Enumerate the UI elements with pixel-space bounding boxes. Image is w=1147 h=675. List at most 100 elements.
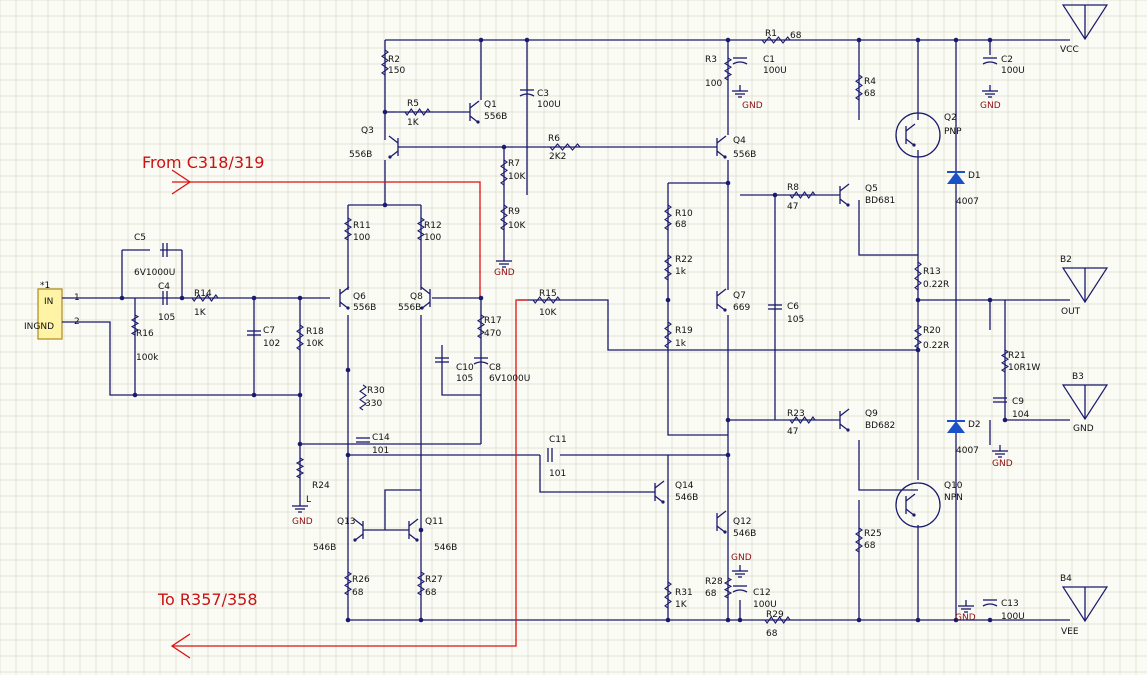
resistor (764, 616, 791, 624)
red-annotation-line (172, 181, 481, 300)
component-label: C10 (456, 363, 474, 373)
component-label: Q5 (865, 184, 878, 194)
component-label: 68 (352, 588, 364, 598)
component-label: R6 (548, 134, 560, 144)
b3-label: B3 (1072, 372, 1084, 382)
ground-label: GND (742, 101, 763, 111)
transistor-q10 (895, 482, 941, 528)
resistor (191, 294, 219, 302)
component-label: 4007 (956, 446, 979, 456)
transistor (716, 135, 727, 144)
junction-dot (119, 295, 125, 301)
component-label: Q7 (733, 291, 746, 301)
junction-dot (665, 617, 671, 623)
ground-label: GND (494, 268, 515, 278)
component-label: Q1 (484, 100, 497, 110)
transistor (846, 203, 850, 207)
resistor (1000, 349, 1010, 373)
component-label: 10K (508, 221, 526, 231)
red-annotation-line (172, 299, 528, 647)
junction-dot (132, 392, 138, 398)
input-connector (37, 288, 63, 340)
component-label: R11 (353, 221, 371, 231)
component-label: 101 (372, 446, 389, 456)
transistor (654, 480, 665, 489)
red-arrow (171, 169, 192, 195)
transistor (716, 510, 727, 519)
component-label: C11 (549, 435, 567, 445)
junction-dot (915, 37, 921, 43)
junction-dot (382, 202, 388, 208)
component-label: 0.22R (923, 280, 949, 290)
component-label: Q4 (733, 136, 746, 146)
junction-dot (772, 192, 778, 198)
transistor (723, 155, 727, 159)
component-label: R28 (705, 577, 723, 587)
resistor (761, 36, 791, 44)
component-label: 150 (388, 66, 405, 76)
resistor (500, 159, 508, 186)
component-label: R29 (766, 610, 784, 620)
resistor (343, 571, 353, 596)
resistor (549, 143, 581, 151)
component-label: R25 (864, 529, 882, 539)
wire (858, 440, 918, 491)
component-label: C14 (372, 433, 390, 443)
component-label: BD681 (865, 196, 895, 206)
component-label: R27 (425, 575, 443, 585)
component-label: R3 (705, 55, 717, 65)
junction-dot (418, 527, 424, 533)
diode (947, 421, 965, 433)
resistor (404, 108, 431, 116)
component-label: C8 (489, 363, 501, 373)
component-label: 10K (508, 172, 526, 182)
capacitor (519, 93, 535, 97)
red-arrow (170, 633, 191, 659)
component-label: 105 (456, 374, 473, 384)
component-label: 330 (365, 399, 382, 409)
component-label: R7 (508, 159, 520, 169)
component-label: 556B (349, 150, 372, 160)
junction-dot (725, 452, 731, 458)
component-label: 1K (407, 118, 420, 128)
junction-dot (665, 297, 671, 303)
resistor (723, 577, 733, 599)
junction-dot (725, 180, 731, 186)
component-label: C9 (1012, 397, 1024, 407)
transistor (839, 408, 850, 417)
component-label: C1 (763, 55, 775, 65)
junction-dot (345, 452, 351, 458)
component-label: Q6 (353, 292, 366, 302)
junction-dot (478, 295, 484, 301)
vee-label: VEE (1061, 627, 1079, 637)
component-label: Q12 (733, 517, 752, 527)
capacitor (473, 361, 489, 365)
component-label: 68 (705, 589, 717, 599)
component-label: C2 (1001, 55, 1013, 65)
junction-dot (251, 392, 257, 398)
junction-dot (725, 37, 731, 43)
transistor (723, 308, 727, 312)
component-label: 6V1000U (134, 268, 175, 278)
resistor (296, 324, 304, 351)
junction-dot (915, 297, 921, 303)
component-label: R18 (306, 327, 324, 337)
resistor (664, 254, 672, 281)
transistor (408, 518, 419, 527)
component-label: 101 (549, 469, 566, 479)
component-label: Q2 (944, 113, 957, 123)
junction-dot (297, 295, 303, 301)
transistor (476, 120, 480, 124)
component-label: Q13 (337, 517, 356, 527)
component-label: R1 (765, 29, 777, 39)
component-label: 100 (424, 233, 441, 243)
component-label: R8 (787, 183, 799, 193)
to-label: To R357/358 (157, 590, 258, 609)
component-label: Q10 (944, 481, 963, 491)
connector-pin-ingnd: INGND (24, 322, 54, 332)
component-label: 68 (675, 220, 687, 230)
transistor (415, 538, 419, 542)
junction-dot (345, 617, 351, 623)
capacitor (982, 603, 998, 607)
